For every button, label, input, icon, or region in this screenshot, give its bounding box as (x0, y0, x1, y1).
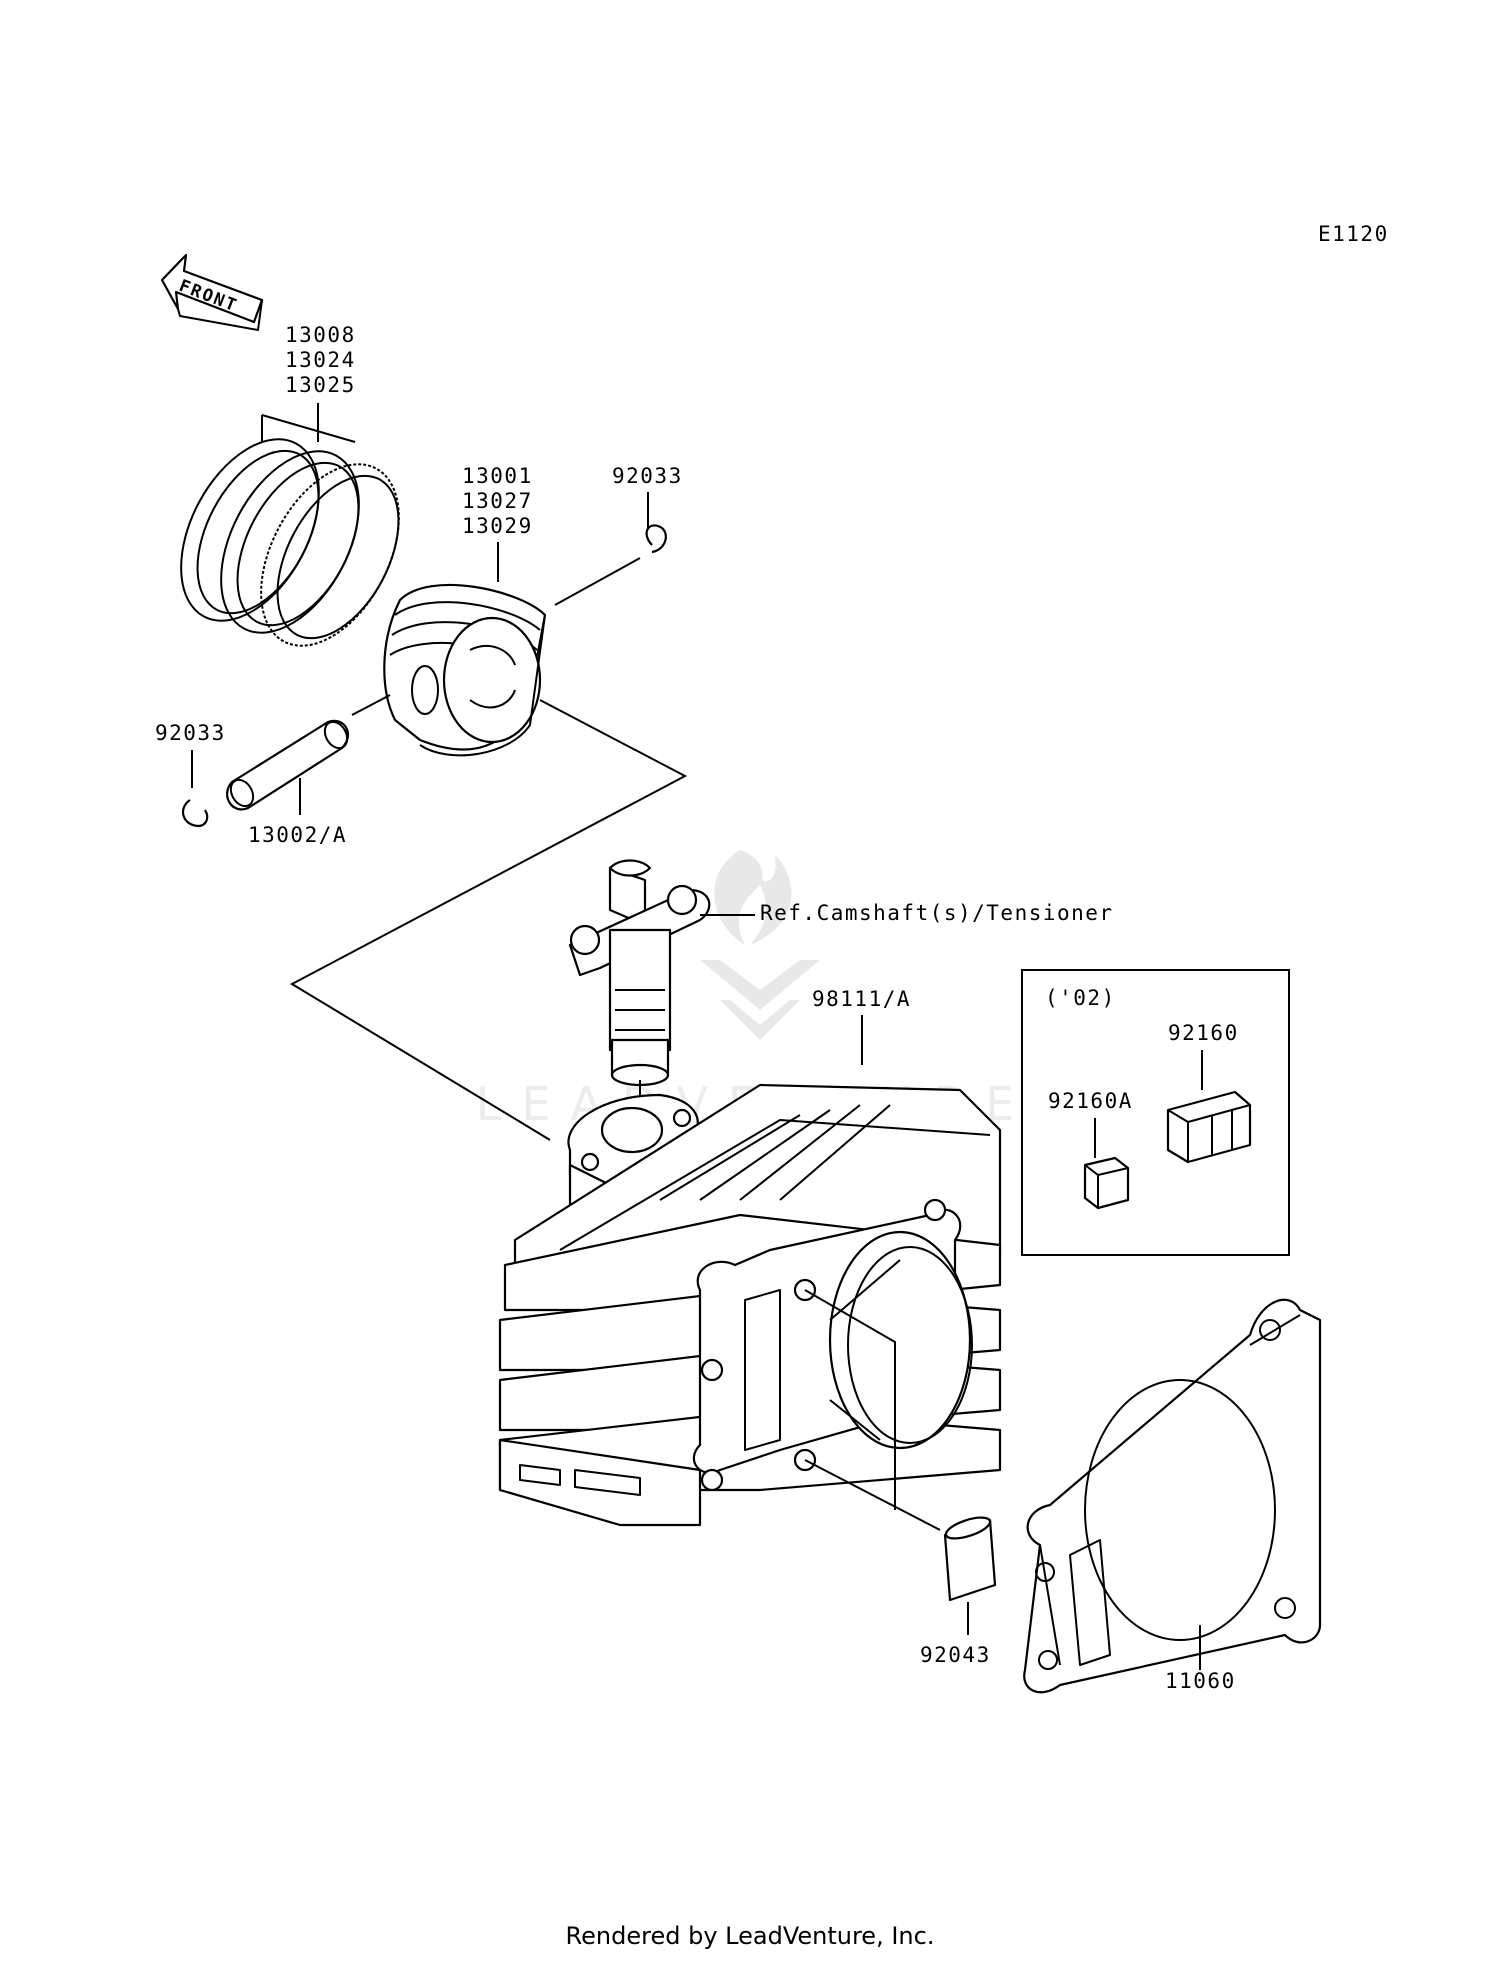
svg-text:13025: 13025 (285, 373, 356, 397)
piston-label: 13001 13027 13029 (462, 464, 533, 538)
piston-pin-label: 13002/A (248, 823, 347, 847)
cylinder-label: 98111/A (812, 987, 911, 1011)
cylinder-block (498, 1083, 1002, 1527)
circlip-right (645, 524, 667, 554)
piston (383, 583, 547, 757)
diagram-code: E1120 (1318, 222, 1389, 246)
svg-text:13024: 13024 (285, 348, 356, 372)
year-inset-box (1021, 969, 1290, 1256)
front-arrow-icon: FRONT (160, 253, 264, 331)
inset-year-label: ('02) (1045, 986, 1116, 1010)
head-gasket (1023, 1298, 1322, 1694)
dowel-pin-label: 92043 (920, 1643, 991, 1667)
footer-credit: Rendered by LeadVenture, Inc. (566, 1922, 935, 1950)
circlip-left (181, 799, 209, 828)
svg-text:13027: 13027 (462, 489, 533, 513)
damper-rubber-pair (1166, 1090, 1252, 1164)
dowel-pin (943, 1516, 997, 1602)
assembly-guide-line (289, 699, 688, 1141)
inset-part-a-label: 92160 (1168, 1021, 1239, 1045)
tensioner-ref-label: Ref.Camshaft(s)/Tensioner (760, 901, 1114, 925)
gasket-label: 11060 (1165, 1669, 1236, 1693)
piston-rings (180, 438, 400, 647)
ring-set-label: 13008 13024 13025 (285, 323, 356, 397)
watermark-logo (700, 850, 820, 1040)
piston-pin (226, 719, 349, 811)
clip-right-label: 92033 (612, 464, 683, 488)
ring-set-leader (261, 403, 356, 443)
svg-text:13029: 13029 (462, 514, 533, 538)
svg-text:13008: 13008 (285, 323, 356, 347)
inset-part-b-label: 92160A (1048, 1089, 1133, 1113)
damper-rubber-single (1083, 1156, 1130, 1210)
clip-left-label: 92033 (155, 721, 226, 745)
svg-text:13001: 13001 (462, 464, 533, 488)
cam-chain-tensioner (568, 859, 711, 1087)
